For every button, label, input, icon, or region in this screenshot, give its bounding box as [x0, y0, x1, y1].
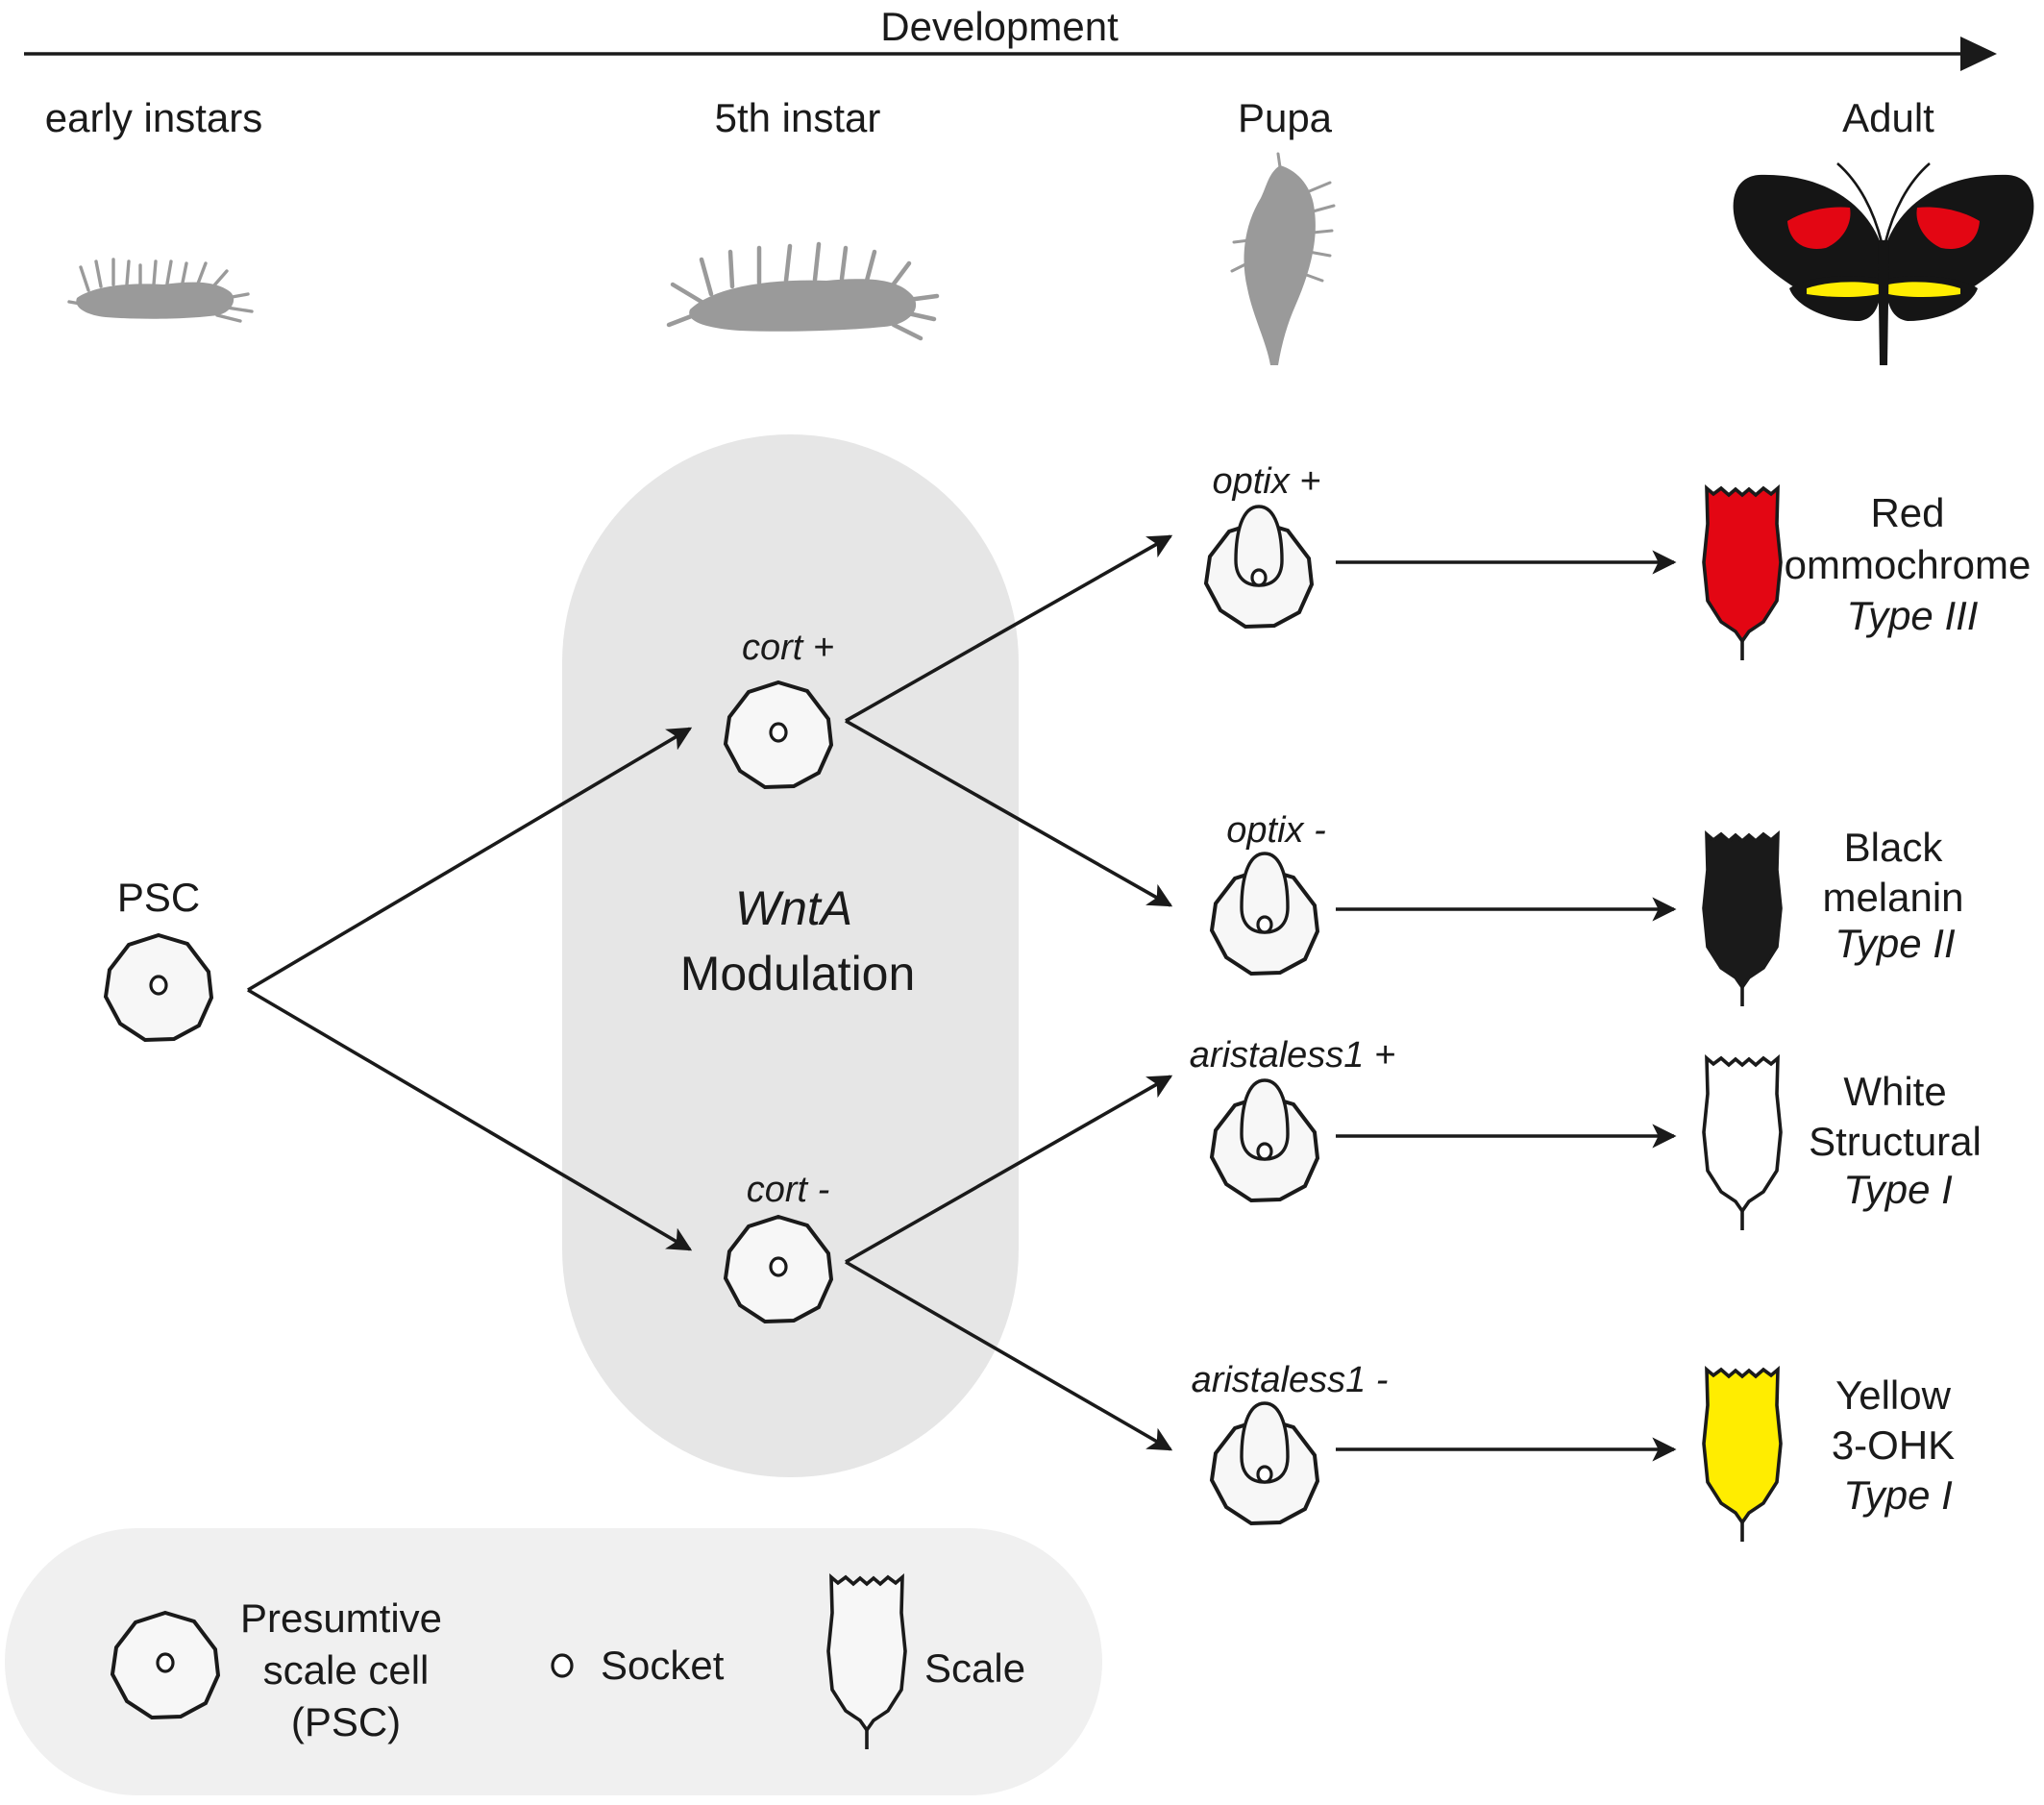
cort-minus-cell	[724, 1215, 833, 1323]
black-scale-icon	[1702, 832, 1783, 1008]
arrow-cort-plus-to-optix-plus	[845, 534, 1173, 723]
psc-label: PSC	[117, 875, 200, 920]
optix-plus-cell	[1204, 505, 1314, 629]
wnta-gene-label: WntA	[735, 881, 852, 935]
arrow-cort-plus-to-optix-minus	[845, 719, 1173, 907]
legend-socket-label: Socket	[601, 1643, 725, 1688]
wnta-modulation-zone	[562, 434, 1019, 1477]
outcome-white-line1: White	[1843, 1069, 1946, 1114]
outcome-yellow-line1: Yellow	[1835, 1372, 1952, 1418]
aristaless-minus-cell	[1210, 1401, 1319, 1525]
outcome-red-line2: ommochrome	[1785, 542, 2032, 587]
yellow-scale-icon	[1702, 1368, 1783, 1544]
aristaless-plus-label: aristaless1 +	[1190, 1035, 1395, 1076]
aristaless-minus-label: aristaless1 -	[1192, 1360, 1389, 1400]
legend-scale-label: Scale	[924, 1645, 1025, 1691]
outcome-white-type: Type I	[1843, 1167, 1953, 1212]
timeline-title: Development	[880, 4, 1119, 49]
outcome-yellow-line2: 3-OHK	[1832, 1422, 1955, 1468]
pupa-icon	[1230, 152, 1336, 365]
red-scale-icon	[1702, 486, 1783, 662]
outcome-red-type: Type III	[1847, 593, 1979, 638]
cort-plus-cell	[724, 680, 833, 789]
psc-cell	[104, 933, 213, 1042]
optix-minus-cell	[1210, 852, 1319, 976]
legend-psc-icon	[111, 1611, 220, 1719]
outcome-yellow-type: Type I	[1843, 1472, 1953, 1518]
arrow-psc-to-cort-minus	[247, 988, 693, 1251]
development-arrowhead	[1960, 37, 1997, 71]
stage-label-pupa: Pupa	[1238, 95, 1333, 140]
arrow-psc-to-cort-plus	[247, 727, 693, 992]
adult-butterfly-icon	[1733, 162, 2034, 365]
stage-label-5th-instar: 5th instar	[715, 95, 881, 140]
early-instar-caterpillar-icon	[67, 258, 254, 323]
stage-label-early-instars: early instars	[45, 95, 262, 140]
outcome-red-line1: Red	[1870, 490, 1944, 535]
outcome-white-line2: Structural	[1809, 1119, 1982, 1164]
legend-psc-line1: Presumtive	[240, 1595, 442, 1641]
cort-minus-label: cort -	[747, 1170, 830, 1210]
arrow-cort-minus-to-aristaless-minus	[845, 1260, 1173, 1451]
legend-psc-line2: scale cell	[263, 1647, 430, 1693]
white-scale-icon	[1702, 1056, 1783, 1232]
outcome-black-line1: Black	[1844, 825, 1944, 870]
cort-plus-label: cort +	[742, 628, 834, 668]
outcome-black-type: Type II	[1835, 921, 1956, 966]
optix-plus-label: optix +	[1212, 461, 1320, 502]
optix-minus-label: optix -	[1226, 810, 1325, 851]
arrow-cort-minus-to-aristaless-plus	[845, 1075, 1173, 1264]
aristaless-plus-cell	[1210, 1078, 1319, 1202]
fifth-instar-caterpillar-icon	[666, 241, 940, 341]
legend-psc-line3: (PSC)	[291, 1699, 401, 1744]
legend-socket-icon	[551, 1653, 574, 1678]
stage-label-adult: Adult	[1842, 95, 1934, 140]
outcome-black-line2: melanin	[1822, 875, 1963, 920]
modulation-label: Modulation	[680, 947, 916, 1001]
